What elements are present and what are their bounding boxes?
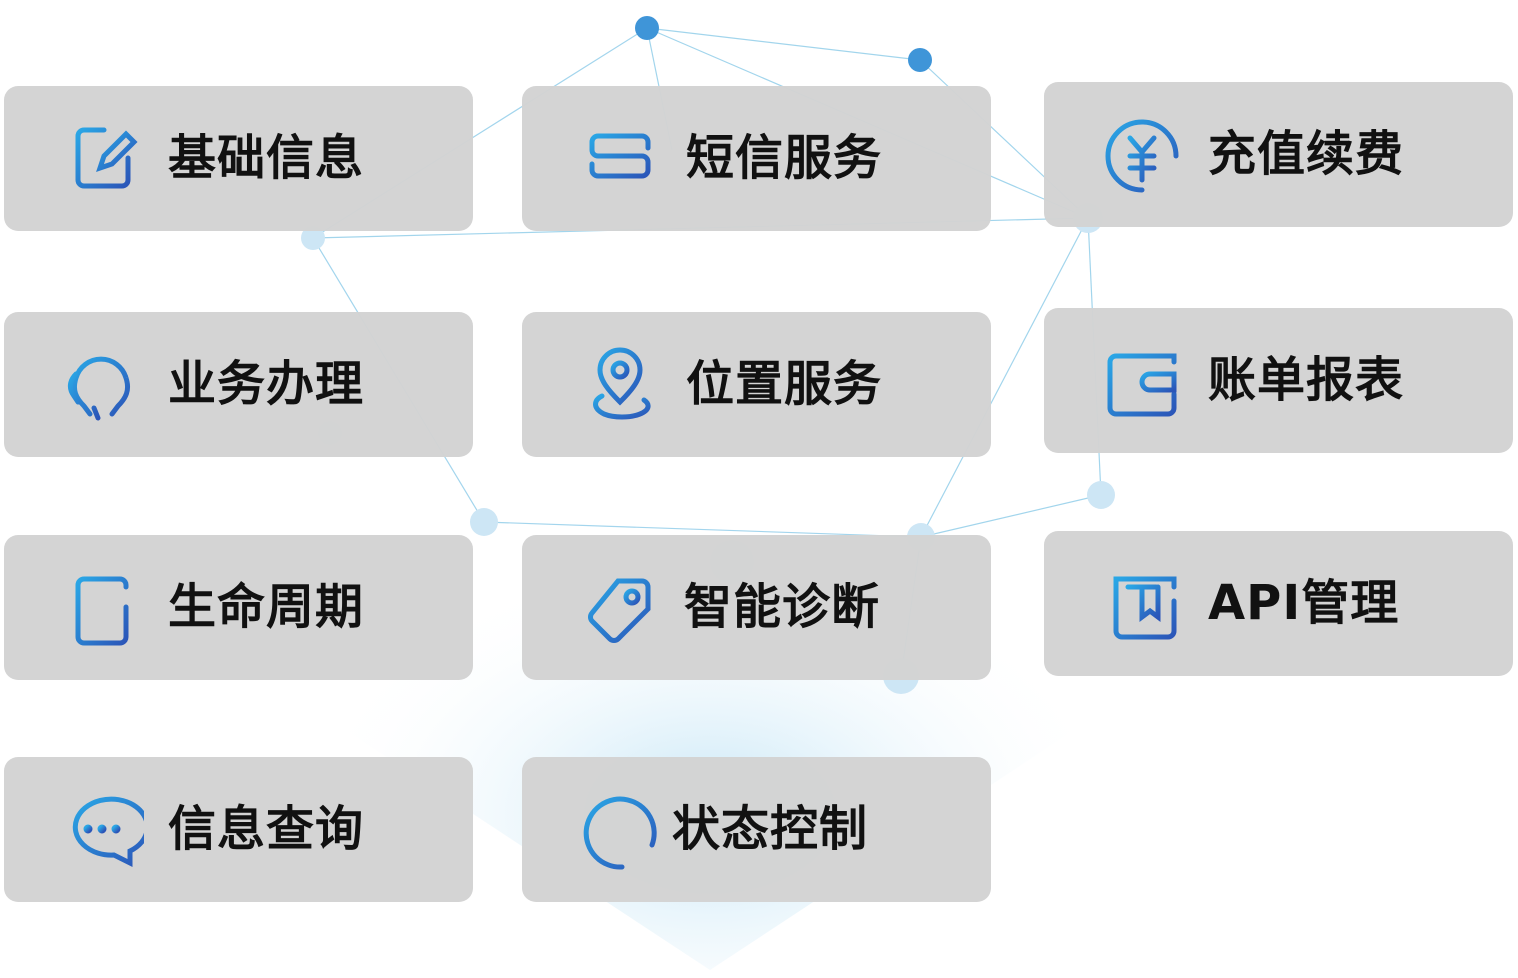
location-icon xyxy=(593,347,651,420)
tag-icon xyxy=(588,578,651,643)
card-location[interactable]: 位置服务 xyxy=(522,312,991,457)
face-icon xyxy=(583,796,657,870)
card-label: 位置服务 xyxy=(686,356,883,412)
card-recharge[interactable]: 充值续费 xyxy=(1044,82,1513,227)
card-sms-service[interactable]: 短信服务 xyxy=(522,86,991,231)
document-icon xyxy=(75,576,129,646)
card-status-control[interactable]: 状态控制 xyxy=(522,757,991,902)
card-label: 业务办理 xyxy=(168,356,365,412)
card-label: 生命周期 xyxy=(168,579,365,635)
sms-icon xyxy=(589,133,651,179)
card-billing[interactable]: 账单报表 xyxy=(1044,308,1513,453)
card-label: 短信服务 xyxy=(686,130,883,186)
edit-icon xyxy=(75,127,138,189)
card-basic-info[interactable]: 基础信息 xyxy=(4,86,473,231)
card-label: 账单报表 xyxy=(1208,352,1405,408)
card-lifecycle[interactable]: 生命周期 xyxy=(4,535,473,680)
card-label: 信息查询 xyxy=(168,801,365,857)
card-label: 充值续费 xyxy=(1208,126,1405,182)
api-icon xyxy=(1113,576,1177,640)
chat-icon xyxy=(72,796,144,868)
card-diagnosis[interactable]: 智能诊断 xyxy=(522,535,991,680)
business-icon xyxy=(67,356,131,421)
card-api-management[interactable]: API管理 xyxy=(1044,531,1513,676)
card-business[interactable]: 业务办理 xyxy=(4,312,473,457)
card-info-query[interactable]: 信息查询 xyxy=(4,757,473,902)
card-label: 状态控制 xyxy=(672,801,869,857)
card-label: 智能诊断 xyxy=(684,579,881,635)
card-label: API管理 xyxy=(1208,575,1400,631)
wallet-icon xyxy=(1107,353,1177,417)
card-label: 基础信息 xyxy=(168,130,365,186)
yuan-coin-icon xyxy=(1105,119,1179,193)
